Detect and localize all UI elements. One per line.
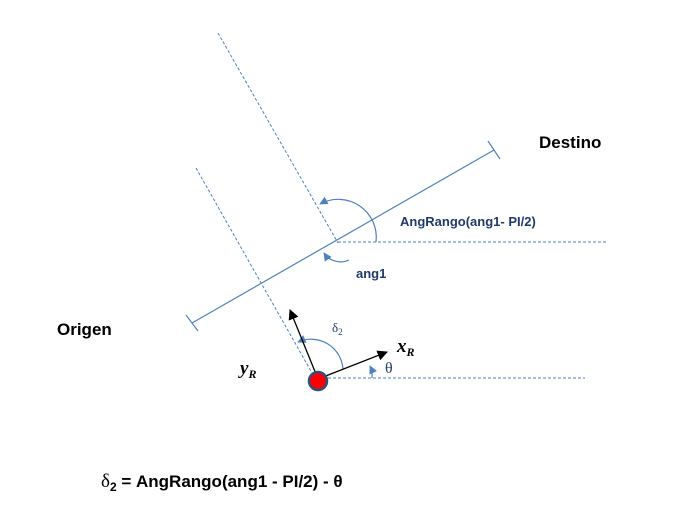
delta-label: δ2 <box>332 320 343 337</box>
angrango-label: AngRango(ang1- PI/2) <box>400 214 536 229</box>
xr-label: xR <box>396 336 415 359</box>
xr-axis-arrow <box>317 350 388 380</box>
ang1-label: ang1 <box>356 266 386 281</box>
ang1-arc <box>323 252 350 263</box>
robot-dot <box>307 370 329 392</box>
origen-label: Origen <box>57 320 112 339</box>
path-line <box>191 149 495 324</box>
theta-label: θ <box>385 360 393 377</box>
dashed-line-lower <box>195 167 317 381</box>
yr-label: yR <box>238 358 256 381</box>
theta-arc <box>369 365 378 379</box>
angrango-arc <box>319 196 377 243</box>
formula-text: δ2 = AngRango(ang1 - PI/2) - θ <box>101 471 343 494</box>
destino-label: Destino <box>539 133 601 152</box>
dashed-line-upper <box>217 32 339 244</box>
destino-cross-marker <box>487 140 501 160</box>
delta-arc <box>297 335 344 370</box>
yr-axis-arrow <box>288 309 319 380</box>
origen-cross-marker <box>185 314 199 332</box>
